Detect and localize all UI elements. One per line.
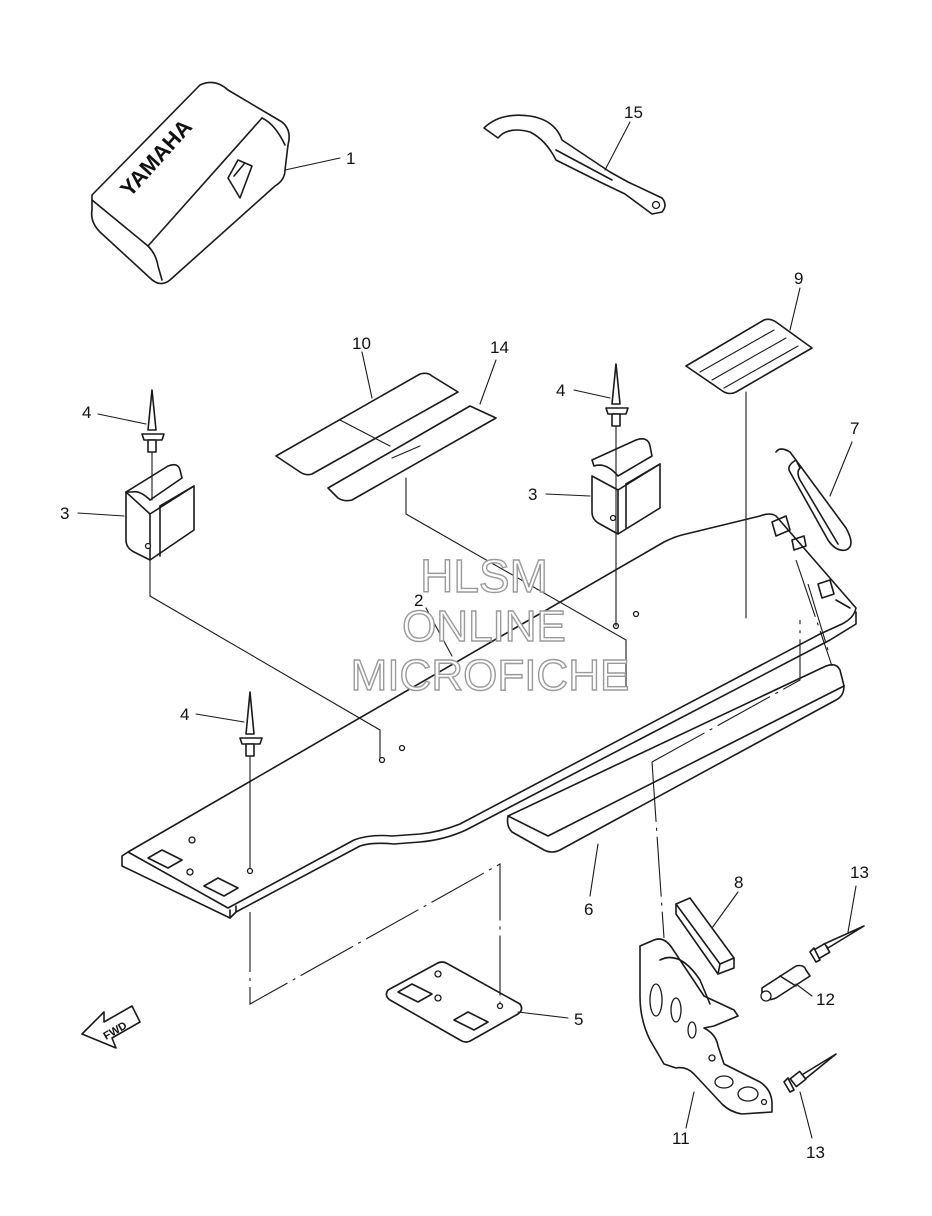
part-13-rivet-lower[interactable] (783, 1053, 837, 1093)
part-2-main-plate[interactable] (121, 513, 857, 919)
callout-7: 7 (850, 419, 859, 438)
watermark-line-2: ONLINE (402, 602, 566, 651)
watermark-line-1: HLSM (420, 550, 548, 602)
callout-13-upper: 13 (850, 863, 869, 882)
callout-9: 9 (794, 269, 803, 288)
part-10-label[interactable] (275, 372, 459, 476)
part-15-wrench[interactable] (483, 114, 666, 215)
callout-13-lower: 13 (806, 1143, 825, 1162)
callout-4-middle: 4 (180, 705, 189, 724)
callout-3-right: 3 (528, 485, 537, 504)
callout-5: 5 (574, 1010, 583, 1029)
part-6-strip[interactable] (506, 663, 845, 853)
watermark-line-3: MICROFICHE (351, 651, 630, 700)
part-14-label[interactable] (327, 405, 497, 502)
part-4-rivet-right[interactable] (605, 363, 629, 427)
callout-1: 1 (346, 149, 355, 168)
part-12-clip[interactable] (760, 964, 811, 1002)
callout-8: 8 (734, 873, 743, 892)
callout-3-left: 3 (60, 504, 69, 523)
part-7-wire[interactable] (775, 448, 852, 552)
part-8-block[interactable] (675, 897, 735, 975)
callout-4-left: 4 (82, 403, 91, 422)
callout-6: 6 (584, 900, 593, 919)
part-3-clip-left[interactable] (125, 463, 195, 561)
callout-11: 11 (672, 1129, 690, 1148)
part-13-rivet-upper[interactable] (809, 925, 865, 963)
callout-15: 15 (624, 103, 643, 122)
part-1-cover[interactable]: YAMAHA (90, 81, 290, 285)
part-5-plate[interactable] (385, 961, 523, 1043)
assembly-lines (149, 391, 833, 1005)
part-3-clip-right[interactable] (591, 438, 661, 535)
callout-2: 2 (414, 591, 423, 610)
part-4-rivet-middle[interactable] (239, 691, 263, 757)
callout-10: 10 (352, 334, 371, 353)
part-11-bracket[interactable] (639, 938, 773, 1115)
watermark: HLSM ONLINE MICROFICHE (350, 549, 630, 700)
part-9-pad[interactable] (685, 318, 813, 395)
callout-14: 14 (490, 338, 509, 357)
callout-12: 12 (816, 990, 835, 1009)
callout-4-right: 4 (556, 381, 565, 400)
part-4-rivet-left[interactable] (141, 389, 165, 453)
fwd-arrow-icon: FWD (81, 1005, 141, 1049)
